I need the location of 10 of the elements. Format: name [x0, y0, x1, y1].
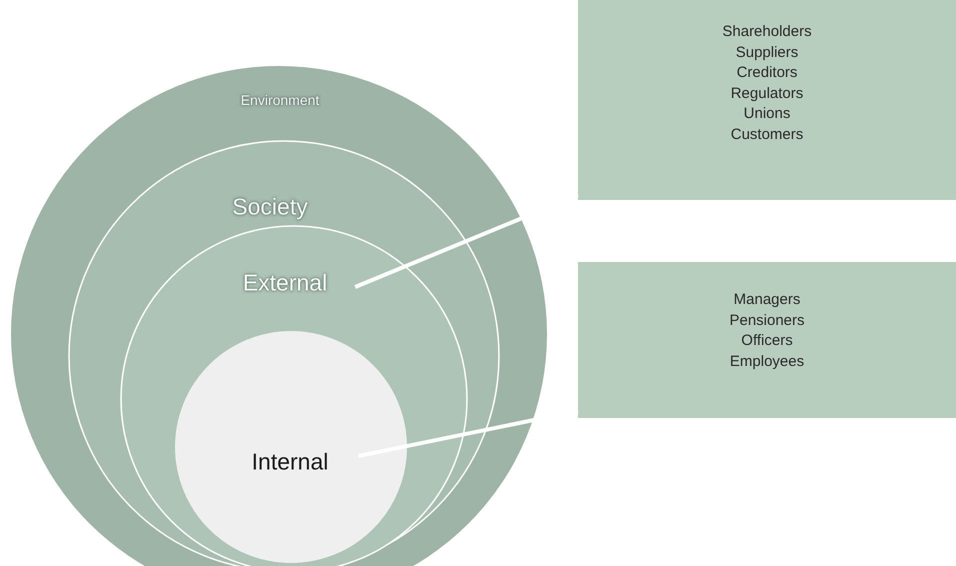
stakeholder-box — [578, 0, 956, 200]
circle-label: Internal — [252, 448, 328, 476]
circle-label: External — [242, 270, 328, 296]
leader-line — [358, 409, 578, 458]
leader-line — [354, 193, 579, 289]
stakeholder-box — [578, 262, 956, 418]
circle-label: Environment — [240, 92, 320, 108]
circle-label: Society — [232, 194, 308, 220]
stakeholder-list: Shareholders Suppliers Creditors Regulators Unions Customers — [578, 22, 956, 145]
stakeholder-list: Managers Pensioners Officers Employees — [578, 290, 956, 372]
